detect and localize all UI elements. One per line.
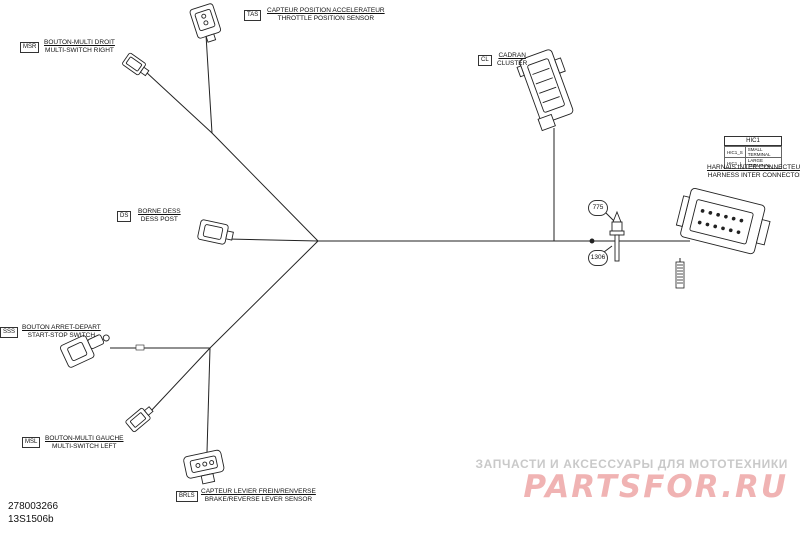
callout-775: 775 xyxy=(588,200,608,216)
brls-label: CAPTEUR LEVIER FREIN/RENVERSE BRAKE/REVE… xyxy=(201,488,316,504)
sss-code-box: SSS xyxy=(0,327,19,338)
ds-label-en: DESS POST xyxy=(140,216,178,223)
cl-code-box: CL xyxy=(478,55,492,66)
tas-label: CAPTEUR POSITION ACCELERATEUR THROTTLE P… xyxy=(267,7,385,23)
hic-label-en: HARNESS INTER CONNECTOR xyxy=(707,172,800,179)
table-row: HIC1_S SMALL TERMINAL xyxy=(724,146,783,158)
cluster-connector xyxy=(516,49,574,132)
harness-branch-start-stop xyxy=(110,240,319,349)
msr-code-box: MSR xyxy=(20,42,40,53)
hic-terminal-table: HIC1_S SMALL TERMINAL HIC1_L LARGE TERMI… xyxy=(724,146,783,169)
msr-label-en: MULTI-SWITCH RIGHT xyxy=(45,47,114,54)
msl-label-fr: BOUTON-MULTI GAUCHE xyxy=(45,435,124,442)
brls-label-en: BRAKE/REVERSE LEVER SENSOR xyxy=(204,496,313,503)
watermark-line-2: PARTSFOR.RU xyxy=(523,469,788,505)
tas-code-box: TAS xyxy=(244,10,262,21)
watermark: ЗАПЧАСТИ И АКСЕССУАРЫ ДЛЯ МОТОТЕХНИКИ PA… xyxy=(470,457,788,503)
hic-code-box: HIC1 xyxy=(724,136,782,146)
throttle-position-sensor-connector xyxy=(189,3,222,43)
tas-label-en: THROTTLE POSITION SENSOR xyxy=(277,15,375,22)
msl-label: BOUTON-MULTI GAUCHE MULTI-SWITCH LEFT xyxy=(45,435,124,451)
multi-switch-right-connector xyxy=(122,52,150,77)
hic-row-desc: SMALL TERMINAL xyxy=(744,146,783,158)
brls-code-box: BRLS xyxy=(176,491,198,502)
start-stop-switch-connector xyxy=(59,334,110,368)
harness-branch-msl xyxy=(149,347,211,413)
sss-label-en: START-STOP SWITCH xyxy=(27,332,96,339)
harness-label-tag xyxy=(675,261,685,289)
msl-code-box: MSL xyxy=(22,437,41,448)
sss-label-fr: BOUTON ARRET-DEPART xyxy=(22,324,101,331)
cl-label-fr: CADRAN xyxy=(498,52,526,59)
wire-tag-start-stop xyxy=(135,344,145,351)
harness-branch-tps xyxy=(205,34,319,242)
msr-label: BOUTON-MULTI DROIT MULTI-SWITCH RIGHT xyxy=(44,39,115,55)
ds-label-fr: BORNE DESS xyxy=(138,208,181,215)
dess-post-connector xyxy=(197,219,234,245)
cl-label-en: CLUSTER xyxy=(497,60,528,67)
ds-code-box: DS xyxy=(117,211,132,222)
hic-row-desc: LARGE TERMINAL xyxy=(744,157,783,169)
harness-inter-connector xyxy=(675,188,771,255)
multi-switch-left-connector xyxy=(125,406,154,433)
msr-label-fr: BOUTON-MULTI DROIT xyxy=(44,39,115,46)
watermark-line-1: ЗАПЧАСТИ И АКСЕССУАРЫ ДЛЯ МОТОТЕХНИКИ xyxy=(475,457,788,471)
harness-branch-msr xyxy=(145,71,213,134)
harness-branch-dess xyxy=(227,238,319,242)
hic-row-id: HIC1_S xyxy=(724,146,746,158)
brls-label-fr: CAPTEUR LEVIER FREIN/RENVERSE xyxy=(201,488,316,495)
document-part-number: 278003266 xyxy=(8,501,59,512)
msl-label-en: MULTI-SWITCH LEFT xyxy=(51,443,117,450)
document-drawing-number: 13S1506b xyxy=(8,514,54,525)
callout-1306: 1306 xyxy=(588,250,608,266)
harness-branch-brls xyxy=(206,347,211,453)
table-row: HIC1_L LARGE TERMINAL xyxy=(724,157,783,169)
leader-line-1306 xyxy=(603,245,613,253)
brake-reverse-lever-sensor-connector xyxy=(183,449,225,485)
sss-label: BOUTON ARRET-DEPART START-STOP SWITCH xyxy=(22,324,101,340)
hic-label: HARNAIS INTER CONNECTEUR HARNESS INTER C… xyxy=(707,164,800,180)
cl-label: CADRAN CLUSTER xyxy=(497,52,527,68)
fastener-775-1306 xyxy=(589,210,625,262)
tas-label-fr: CAPTEUR POSITION ACCELERATEUR xyxy=(267,7,385,14)
ds-label: BORNE DESS DESS POST xyxy=(138,208,181,224)
hic-label-fr: HARNAIS INTER CONNECTEUR xyxy=(707,164,800,171)
